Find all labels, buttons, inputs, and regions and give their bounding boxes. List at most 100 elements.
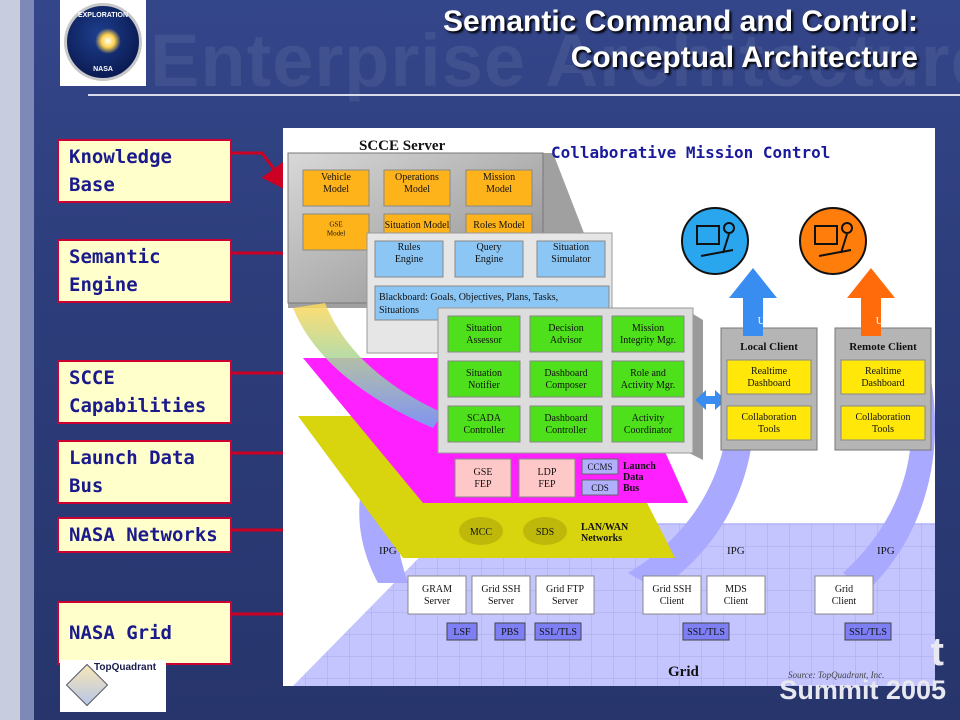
model-label-situation: Situation Model <box>385 220 450 231</box>
grid-plane-lines <box>293 523 935 686</box>
model-mission <box>465 169 533 207</box>
local-client-title: Local Client <box>740 341 798 353</box>
engine-rules <box>374 240 444 278</box>
protocol-pbs <box>494 622 526 641</box>
launch-bus-label-line-0: Launch <box>623 461 656 472</box>
diagram-canvas: Grid Source: TopQuadrant, Inc. IPG IPG I… <box>287 138 935 686</box>
ipg-label-2: IPG <box>727 545 745 557</box>
blackboard-line-1: Situations <box>379 305 419 316</box>
protocol-pbs-label: PBS <box>501 627 519 638</box>
logo-star-icon <box>95 28 121 54</box>
title-line-2: Conceptual Architecture <box>570 41 918 74</box>
logo-bottom-text: NASA <box>93 66 113 73</box>
knowledge-models <box>302 169 533 251</box>
network-label-line-1: Networks <box>581 533 622 544</box>
label-nasa-networks: NASA Networks <box>57 517 232 553</box>
logo-emblem: EXPLORATION NASA <box>64 3 142 81</box>
exploration-logo: EXPLORATION NASA <box>60 0 146 86</box>
local-realtime-dashboard <box>726 359 812 395</box>
collaborative-heading: Collaborative Mission Control <box>551 143 830 162</box>
local-operator-icon <box>681 207 749 275</box>
label-semantic-engine: Semantic Engine <box>57 239 232 303</box>
scce-server-title: SCCE Server <box>359 138 446 154</box>
topquadrant-logo-text: TopQuadrant <box>94 662 157 673</box>
local-ui-label: UI <box>758 316 769 327</box>
remote-ui-arrow <box>847 268 895 336</box>
ipg-label-1: IPG <box>379 545 397 557</box>
ipg-label-3: IPG <box>877 545 895 557</box>
remote-operator-icon <box>799 207 867 275</box>
capability-box-8 <box>611 405 685 443</box>
capability-box-4 <box>529 360 603 398</box>
bus-box-cds <box>581 479 619 496</box>
label-launch-data-bus: Launch Data Bus <box>57 440 232 504</box>
capability-box-2 <box>611 315 685 353</box>
model-operations <box>383 169 451 207</box>
bus-box-gse-fep <box>454 458 512 498</box>
protocol-lsf-label: LSF <box>453 627 471 638</box>
grid-server-ssh <box>471 575 531 615</box>
summit-text: Summit 2005 <box>779 675 946 705</box>
network-label-line-0: LAN/WAN <box>581 522 629 533</box>
bus-ccms-label: CCMS <box>587 462 612 472</box>
grid-protocols <box>446 622 892 641</box>
capability-box-7 <box>529 405 603 443</box>
slide-title: Semantic Command and Control: Conceptual… <box>443 4 918 76</box>
network-sds-label: SDS <box>536 527 554 538</box>
remote-realtime-dashboard <box>840 359 926 395</box>
left-accent-band-inner <box>20 0 34 720</box>
remote-collaboration-tools <box>840 405 926 441</box>
protocol-ssl-1 <box>534 622 582 641</box>
grid-client-ssh <box>642 575 702 615</box>
logo-top-text: EXPLORATION <box>77 12 129 19</box>
arrow-knowledge-base <box>232 151 292 193</box>
model-vehicle <box>302 169 370 207</box>
ipg-arc-left <box>359 398 443 583</box>
model-label-roles: Roles Model <box>473 220 525 231</box>
launch-bus-label-line-1: Data <box>623 472 644 483</box>
architecture-diagram: Grid Source: TopQuadrant, Inc. IPG IPG I… <box>283 128 935 686</box>
knowledge-sweep-arrow <box>293 303 443 428</box>
local-collaboration-tools <box>726 405 812 441</box>
model-gse <box>302 213 370 251</box>
topquadrant-logo: TopQuadrant <box>60 660 166 712</box>
capability-box-1 <box>529 315 603 353</box>
title-divider <box>88 94 960 96</box>
protocol-ssl-1-label: SSL/TLS <box>539 627 577 638</box>
network-node-sds <box>523 517 567 545</box>
protocol-lsf <box>446 622 478 641</box>
title-line-1: Semantic Command and Control: <box>442 5 918 38</box>
launch-bus-label-line-2: Bus <box>623 483 639 494</box>
grid-label: Grid <box>668 664 699 680</box>
bus-box-ccms <box>581 458 619 475</box>
grid-client <box>814 575 874 615</box>
summit-fragment: t <box>930 630 944 674</box>
label-knowledge-base: Knowledge Base <box>57 139 232 203</box>
protocol-ssl-3-label: SSL/TLS <box>849 627 887 638</box>
